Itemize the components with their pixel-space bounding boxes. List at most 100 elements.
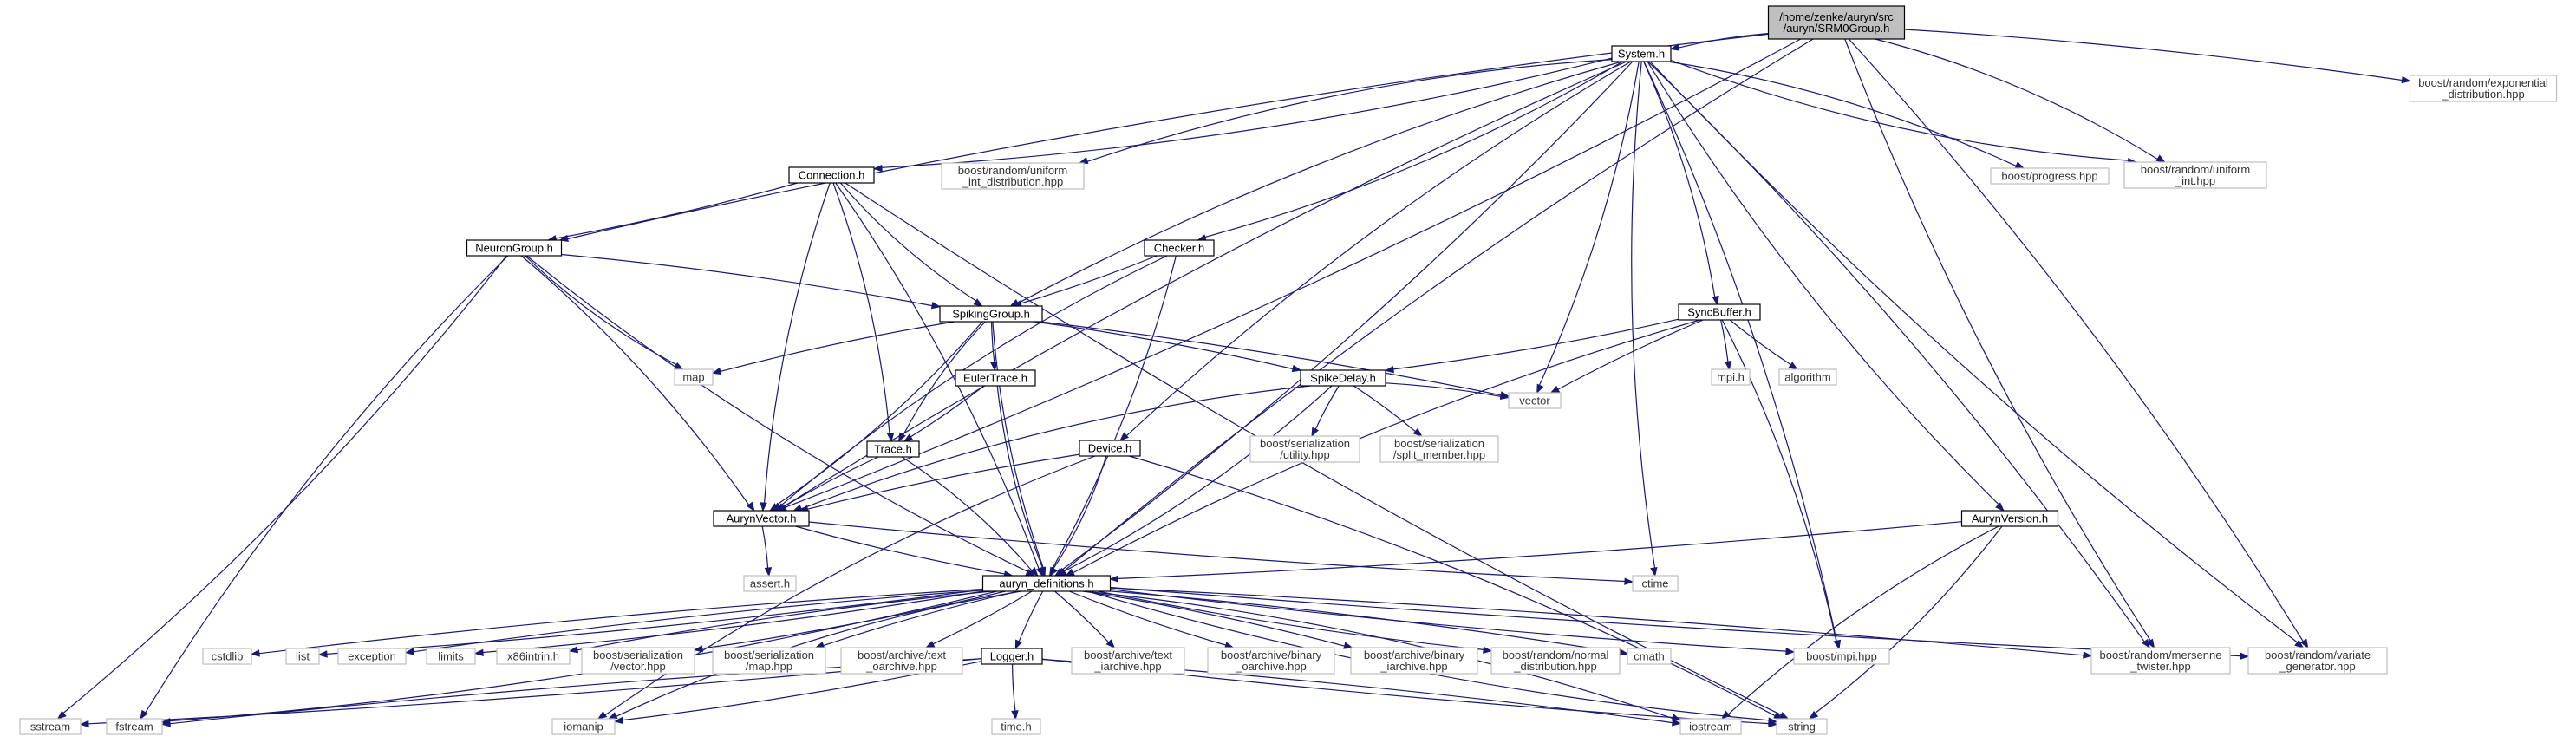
node-textiarchive[interactable]: boost/archive/text_iarchive.hpp	[1071, 647, 1185, 675]
node-exception[interactable]: exception	[337, 648, 407, 665]
node-mpihpp[interactable]: boost/mpi.hpp	[1793, 648, 1890, 665]
node-servector[interactable]: boost/serialization/vector.hpp	[581, 647, 695, 675]
node-sstream[interactable]: sstream	[19, 718, 82, 735]
edge-line	[616, 590, 1021, 717]
edge-device-to-defs	[1049, 455, 1107, 577]
node-syncbuffer[interactable]: SyncBuffer.h	[1678, 303, 1761, 321]
edge-defs-to-variate	[1110, 586, 2250, 661]
node-ctime[interactable]: ctime	[1632, 575, 1679, 592]
arrowhead	[2240, 652, 2250, 661]
node-label: /split_member.hpp	[1393, 448, 1485, 461]
node-x86[interactable]: x86intrin.h	[496, 648, 571, 665]
edge-defs-to-sermap	[814, 590, 1019, 649]
node-normaldist[interactable]: boost/random/normal_distribution.hpp	[1490, 647, 1621, 675]
node-algorithm[interactable]: algorithm	[1778, 368, 1837, 386]
node-box	[939, 305, 1043, 323]
node-root[interactable]: /home/zenke/auryn/src/auryn/SRM0Group.h	[1767, 5, 1906, 40]
edge-line	[932, 590, 1033, 645]
edge-line	[1110, 587, 2084, 656]
edge-line	[901, 456, 1033, 571]
node-cmath[interactable]: cmath	[1627, 648, 1672, 665]
node-device[interactable]: Device.h	[1079, 440, 1141, 457]
node-connection[interactable]: Connection.h	[788, 166, 875, 184]
node-mersenne[interactable]: boost/random/mersenne_twister.hpp	[2090, 647, 2231, 675]
edge-root-to-variate	[1848, 38, 2309, 649]
edge-neurongroup-to-defs	[525, 255, 1035, 577]
node-checker[interactable]: Checker.h	[1144, 239, 1215, 257]
node-expdist[interactable]: boost/random/exponential_distribution.hp…	[2409, 75, 2558, 102]
arrowhead	[760, 502, 767, 512]
node-cstdlib[interactable]: cstdlib	[202, 648, 252, 665]
edge-spikinggroup-to-aurynvector	[768, 321, 983, 512]
edge-line	[1848, 38, 2304, 642]
node-box	[674, 368, 714, 386]
node-asserth[interactable]: assert.h	[743, 575, 797, 592]
edge-spikedelay-to-defs	[1056, 385, 1333, 577]
edge-line	[1086, 59, 1613, 162]
node-neurongroup[interactable]: NeuronGroup.h	[466, 239, 563, 257]
node-vector[interactable]: vector	[1508, 392, 1562, 409]
edge-line	[1060, 61, 1634, 571]
node-label: _iarchive.hpp	[1093, 660, 1161, 673]
node-aurynversion[interactable]: AurynVersion.h	[1960, 510, 2059, 527]
node-splitmember[interactable]: boost/serialization/split_member.hpp	[1379, 435, 1499, 463]
node-label: SpikeDelay.h	[1310, 372, 1376, 385]
node-fstream[interactable]: fstream	[106, 718, 163, 735]
node-serutility[interactable]: boost/serialization/utility.hpp	[1249, 435, 1360, 463]
node-label: auryn_definitions.h	[999, 577, 1093, 590]
node-label: _distribution.hpp	[1513, 660, 1596, 673]
node-map[interactable]: map	[674, 368, 714, 386]
node-textoarchive[interactable]: boost/archive/text_oarchive.hpp	[840, 647, 963, 675]
node-label: _distribution.hpp	[2441, 88, 2524, 101]
edge-line	[1667, 61, 2017, 166]
node-timeh[interactable]: time.h	[991, 718, 1041, 735]
arrowhead	[1768, 720, 1778, 728]
edge-line	[1314, 385, 1340, 430]
node-uniint[interactable]: boost/random/uniform_int.hpp	[2123, 161, 2267, 189]
node-uniintdist[interactable]: boost/random/uniform_int_distribution.hp…	[941, 162, 1085, 190]
edge-system-to-uniintdist	[1078, 59, 1613, 165]
node-logger[interactable]: Logger.h	[981, 648, 1043, 665]
node-progress[interactable]: boost/progress.hpp	[1990, 167, 2110, 185]
node-defs[interactable]: auryn_definitions.h	[981, 575, 1112, 592]
edge-checker-to-defs	[1048, 255, 1177, 577]
node-eulertrace[interactable]: EulerTrace.h	[955, 369, 1036, 387]
node-iomanip[interactable]: iomanip	[551, 718, 616, 735]
node-variate[interactable]: boost/random/variate_generator.hpp	[2247, 647, 2388, 675]
edge-trace-to-aurynvector	[774, 456, 879, 512]
edge-line	[1721, 319, 1837, 642]
edge-defs-to-cmath	[1110, 590, 1629, 656]
edge-line	[1647, 61, 2145, 642]
node-iostream[interactable]: iostream	[1679, 718, 1742, 735]
arrowhead	[746, 501, 755, 512]
node-box	[426, 648, 476, 665]
node-string[interactable]: string	[1776, 718, 1828, 735]
node-trace[interactable]: Trace.h	[866, 440, 920, 458]
node-binoarchive[interactable]: boost/archive/binary_oarchive.hpp	[1207, 647, 1335, 675]
node-label: AurynVector.h	[727, 512, 797, 525]
node-box	[1990, 167, 2110, 185]
edge-eulertrace-to-defs	[996, 385, 1046, 577]
arrowhead	[2401, 75, 2411, 84]
node-mpih[interactable]: mpi.h	[1711, 368, 1751, 386]
node-list[interactable]: list	[285, 648, 320, 665]
edge-line	[1110, 586, 2241, 657]
node-label: AurynVersion.h	[1972, 512, 2048, 525]
arrowhead	[473, 648, 484, 656]
node-spikinggroup[interactable]: SpikingGroup.h	[939, 305, 1043, 323]
edge-line	[62, 255, 507, 714]
node-sermap[interactable]: boost/serialization/map.hpp	[712, 647, 826, 675]
edge-line	[482, 590, 983, 654]
arrowhead	[1808, 710, 1819, 720]
edge-connection-to-neurongroup	[546, 182, 798, 243]
edge-defs-to-list	[317, 589, 983, 658]
edge-aurynvector-to-ctime	[808, 521, 1634, 585]
node-aurynvector[interactable]: AurynVector.h	[713, 510, 810, 527]
node-spikedelay[interactable]: SpikeDelay.h	[1300, 369, 1386, 387]
node-system[interactable]: System.h	[1611, 45, 1672, 62]
node-limits[interactable]: limits	[426, 648, 476, 665]
node-label: list	[296, 650, 310, 663]
node-box	[466, 239, 563, 257]
node-biniarchive[interactable]: boost/archive/binary_iarchive.hpp	[1350, 647, 1478, 675]
node-label: boost/progress.hpp	[2001, 170, 2097, 183]
